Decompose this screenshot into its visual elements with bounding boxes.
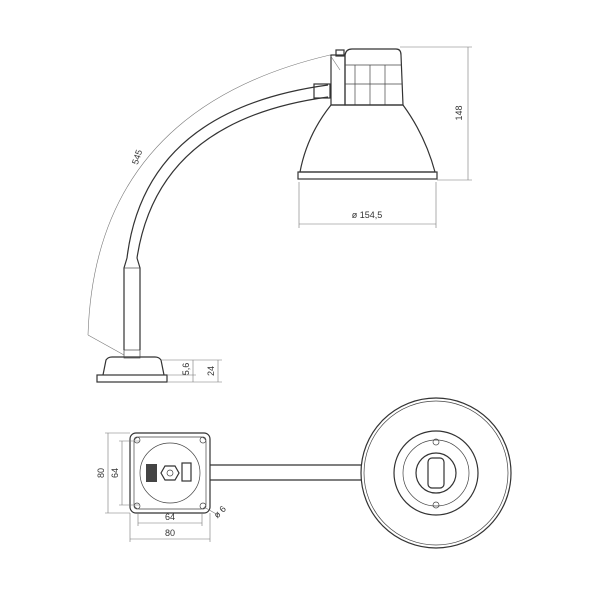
dimension-arm-length: 545 bbox=[87, 54, 341, 356]
shade-height-label: 148 bbox=[454, 105, 464, 120]
hole-diameter-label: ø 6 bbox=[212, 504, 228, 520]
base-plate-top bbox=[129, 432, 211, 514]
base-inner-horizontal-label: 64 bbox=[165, 512, 175, 522]
base-height-label: 24 bbox=[206, 366, 216, 376]
arm-top bbox=[210, 464, 362, 481]
top-view: 80 64 64 80 ø 6 bbox=[96, 397, 512, 549]
dimension-shade-height: 148 bbox=[400, 46, 472, 181]
base-outer-horizontal-label: 80 bbox=[165, 528, 175, 538]
base-inner-vertical-label: 64 bbox=[110, 468, 120, 478]
base-outer-vertical-label: 80 bbox=[96, 468, 106, 478]
base-plate-height-label: 5,6 bbox=[181, 363, 191, 376]
lamp-arm bbox=[123, 83, 331, 350]
dimension-shade-diameter: ø 154,5 bbox=[298, 182, 437, 228]
arm-length-label: 545 bbox=[130, 148, 144, 165]
dimension-base-vertical: 80 64 bbox=[96, 432, 140, 514]
side-view: 545 148 ø 154,5 5,6 24 bbox=[87, 46, 472, 383]
shade-top bbox=[360, 397, 512, 549]
dimension-base-heights: 5,6 24 bbox=[162, 359, 222, 383]
dimension-base-horizontal: 64 80 bbox=[129, 512, 211, 542]
lamp-shade bbox=[297, 48, 438, 180]
lamp-base bbox=[96, 349, 168, 383]
shade-diameter-label: ø 154,5 bbox=[352, 210, 383, 220]
